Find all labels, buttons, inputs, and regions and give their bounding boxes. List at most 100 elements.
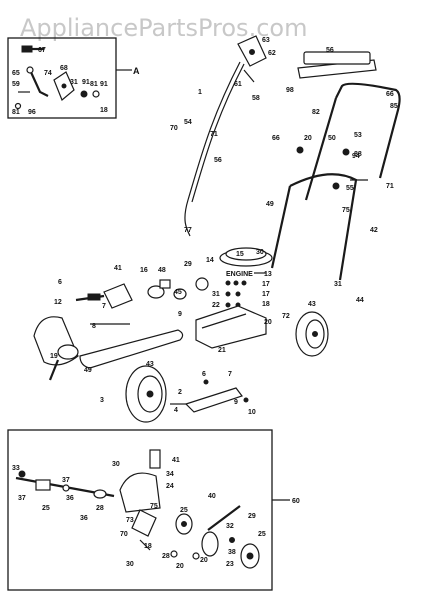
part-label: 19: [50, 353, 58, 360]
part-label: 63: [262, 37, 270, 44]
part-label: 20: [176, 563, 184, 570]
part-label: 18: [100, 107, 108, 114]
part-label: 56: [326, 47, 334, 54]
engine-label: ENGINE: [226, 271, 253, 278]
nut-part: [192, 552, 200, 560]
part-label: 85: [390, 103, 398, 110]
part-label: 41: [172, 457, 180, 464]
part-label: 20: [264, 319, 272, 326]
blade-part: [131, 509, 157, 551]
arm-part: [201, 505, 241, 557]
part-label: 73: [126, 517, 134, 524]
part-label: 3: [100, 397, 104, 404]
inset-a-letter: A: [133, 66, 140, 76]
main-assembly: ENGINE: [33, 35, 401, 423]
part-label: 45: [174, 289, 182, 296]
part-label: 94: [352, 153, 360, 160]
part-label: 61: [234, 81, 242, 88]
part-label: 22: [212, 302, 220, 309]
part-label: 7: [102, 303, 106, 310]
rear-wheel-part: [295, 311, 329, 357]
part-label: 2: [178, 389, 182, 396]
part-label: 49: [84, 367, 92, 374]
part-label: 81: [90, 81, 98, 88]
part-label: 29: [184, 261, 192, 268]
part-label: 18: [144, 543, 152, 550]
part-label: 30: [256, 249, 264, 256]
shaft-assembly-part: [75, 277, 209, 325]
part-label: 15: [236, 251, 244, 258]
part-label: 21: [218, 347, 226, 354]
part-label: 36: [66, 495, 74, 502]
part-label: 67: [38, 47, 46, 54]
part-label: 59: [12, 81, 20, 88]
part-label: 66: [272, 135, 280, 142]
part-label: 54: [184, 119, 192, 126]
part-label: 25: [180, 507, 188, 514]
part-label: 91: [100, 81, 108, 88]
control-lever-part: [237, 35, 267, 83]
part-label: 50: [328, 135, 336, 142]
edger-head-part: [33, 316, 79, 381]
part-label: 4: [174, 407, 178, 414]
part-label: 60: [292, 498, 300, 505]
bracket-part: [53, 71, 75, 101]
part-label: 82: [312, 109, 320, 116]
part-label: 75: [150, 503, 158, 510]
part-label: 30: [112, 461, 120, 468]
part-label: 9: [178, 311, 182, 318]
part-label: 74: [44, 70, 52, 77]
upper-handle-part: [304, 82, 401, 201]
nut-part: [170, 550, 178, 558]
part-label: 30: [126, 561, 134, 568]
part-label: 25: [258, 531, 266, 538]
inset-bottom-frame: [7, 429, 273, 591]
small-wheel-part: [240, 543, 260, 569]
part-label: 37: [18, 495, 26, 502]
inset-a: A 67 65 59 74 68 31 91 81 91 18 81 96: [7, 37, 140, 119]
part-label: 33: [12, 465, 20, 472]
washer-part: [92, 90, 100, 98]
hardware-set: [225, 280, 247, 308]
part-label: 29: [248, 513, 256, 520]
belt-part: [79, 329, 184, 369]
part-label: 72: [282, 313, 290, 320]
part-label: 77: [184, 227, 192, 234]
part-label: 96: [28, 109, 36, 116]
part-label: 16: [140, 267, 148, 274]
part-label: 48: [158, 267, 166, 274]
deck-part: [195, 305, 267, 349]
part-label: 18: [262, 301, 270, 308]
part-label: 81: [12, 109, 20, 116]
part-label: 91: [82, 79, 90, 86]
part-label: 71: [210, 131, 218, 138]
blade-guard-part: [119, 449, 161, 513]
part-label: 25: [42, 505, 50, 512]
part-label: 71: [386, 183, 394, 190]
pulley-part: [175, 513, 193, 535]
part-label: 43: [146, 361, 154, 368]
lever-part: [26, 66, 49, 97]
part-label: 28: [162, 553, 170, 560]
part-label: 65: [12, 70, 20, 77]
part-label: 49: [266, 201, 274, 208]
part-label: 31: [334, 281, 342, 288]
part-label: 10: [248, 409, 256, 416]
knob-part: [342, 148, 350, 156]
front-wheel-part: [125, 365, 167, 423]
part-label: 36: [80, 515, 88, 522]
inset-a-frame: [7, 37, 117, 119]
part-label: 23: [226, 561, 234, 568]
part-label: 6: [202, 371, 206, 378]
watermark: AppliancePartsPros.com: [20, 14, 307, 42]
part-label: 62: [268, 50, 276, 57]
part-label: 12: [54, 299, 62, 306]
part-label: 43: [308, 301, 316, 308]
part-label: 13: [264, 271, 272, 278]
part-label: 38: [228, 549, 236, 556]
part-label: 6: [58, 279, 62, 286]
handle-grip-part: [297, 51, 377, 79]
bolt-part: [21, 45, 44, 53]
lower-handle-part: [270, 173, 358, 281]
